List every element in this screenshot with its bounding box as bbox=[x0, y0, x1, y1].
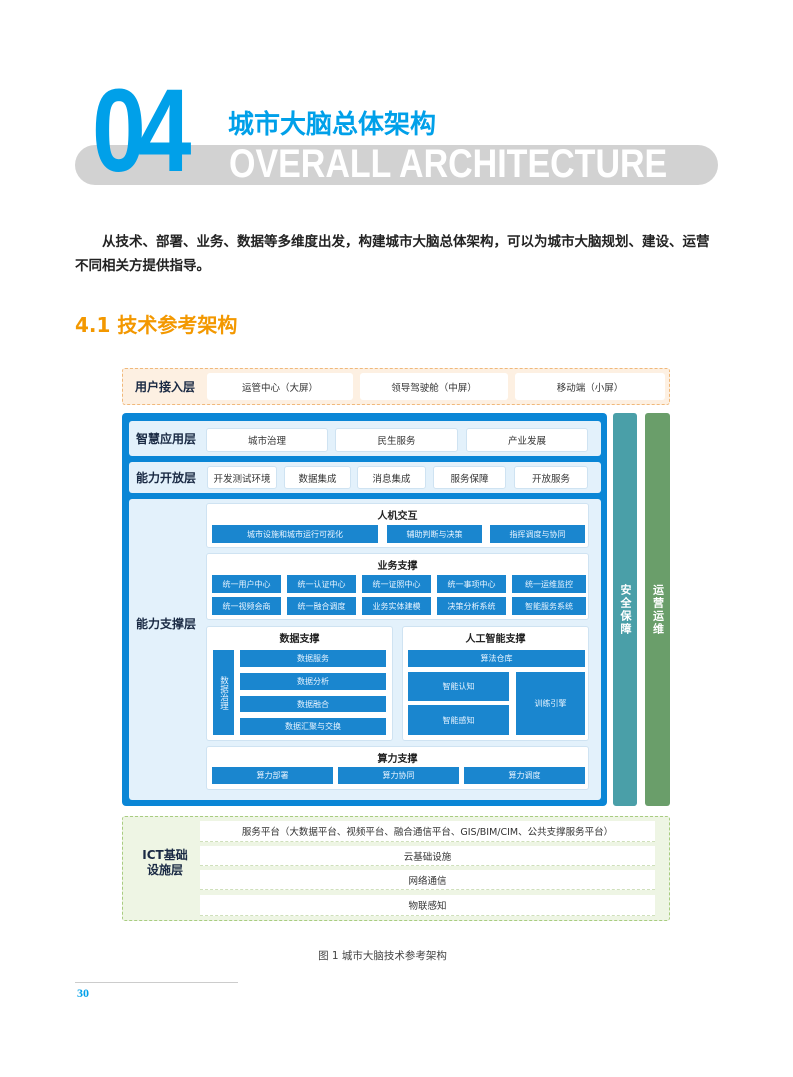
diagram-box: 数据集成 bbox=[284, 466, 351, 489]
diagram-box: 业务实体建模 bbox=[362, 597, 431, 615]
diagram-box: 统一证照中心 bbox=[362, 575, 431, 593]
block-title: 人机交互 bbox=[377, 510, 418, 522]
diagram-box: 统一视频会商 bbox=[212, 597, 281, 615]
footer-divider bbox=[75, 982, 238, 983]
diagram-box: 算力协同 bbox=[338, 767, 459, 784]
diagram-box: 统一认证中心 bbox=[287, 575, 356, 593]
block-title: 数据支撑 bbox=[279, 633, 320, 645]
diagram-box: 智能感知 bbox=[408, 705, 509, 735]
diagram-box: 统一事项中心 bbox=[437, 575, 506, 593]
diagram-box: 算法仓库 bbox=[408, 650, 585, 667]
diagram-box: 城市设施和城市运行可视化 bbox=[212, 525, 378, 543]
diagram-box: 服务平台（大数据平台、视频平台、融合通信平台、GIS/BIM/CIM、公共支撑服… bbox=[200, 821, 655, 842]
layer-label: ICT基础设施层 bbox=[142, 848, 188, 877]
diagram-box: 训练引擎 bbox=[516, 672, 585, 735]
diagram-box: 消息集成 bbox=[357, 466, 426, 489]
diagram-box: 算力调度 bbox=[464, 767, 585, 784]
diagram-box: 移动端（小屏） bbox=[515, 373, 665, 400]
chapter-banner bbox=[75, 145, 718, 185]
layer-label: 智慧应用层 bbox=[135, 431, 196, 446]
chapter-number: 04 bbox=[92, 65, 191, 197]
diagram-box: 指挥调度与协同 bbox=[490, 525, 585, 543]
layer-label: 能力开放层 bbox=[135, 470, 196, 485]
diagram-box: 服务保障 bbox=[433, 466, 506, 489]
diagram-box: 开发测试环境 bbox=[207, 466, 277, 489]
diagram-box: 数据融合 bbox=[240, 696, 386, 712]
chapter-title: 城市大脑总体架构 bbox=[228, 110, 437, 140]
diagram-box: 智能认知 bbox=[408, 672, 509, 701]
block-title: 人工智能支撑 bbox=[465, 633, 526, 645]
diagram-box: 物联感知 bbox=[200, 895, 655, 916]
figure-caption: 图 1 城市大脑技术参考架构 bbox=[318, 950, 447, 962]
diagram-box: 网络通信 bbox=[200, 870, 655, 890]
layer-label: 能力支撑层 bbox=[135, 616, 196, 631]
page-number: 30 bbox=[77, 986, 89, 1000]
block-title: 算力支撑 bbox=[377, 753, 418, 765]
diagram-box: 辅助判断与决策 bbox=[387, 525, 482, 543]
diagram-box: 统一运维监控 bbox=[512, 575, 586, 593]
diagram-box: 运管中心（大屏） bbox=[207, 373, 353, 400]
chapter-title-en: OVERALL ARCHITECTURE bbox=[229, 142, 668, 186]
diagram-box: 开放服务 bbox=[514, 466, 588, 489]
diagram-box: 决策分析系统 bbox=[437, 597, 506, 615]
security-column: 安全保障 bbox=[613, 413, 637, 806]
diagram-box: 产业发展 bbox=[466, 428, 588, 452]
diagram-box: 领导驾驶舱（中屏） bbox=[360, 373, 508, 400]
diagram-box: 智能服务系统 bbox=[512, 597, 586, 615]
diagram-box: 数据治理 bbox=[213, 650, 234, 735]
block-title: 业务支撑 bbox=[377, 560, 418, 572]
diagram-box: 数据汇聚与交换 bbox=[240, 718, 386, 735]
intro-paragraph: 从技术、部署、业务、数据等多维度出发，构建城市大脑总体架构，可以为城市大脑规划、… bbox=[75, 234, 710, 274]
ops-column: 运营运维 bbox=[645, 413, 670, 806]
diagram-box: 数据分析 bbox=[240, 673, 386, 690]
diagram-box: 统一融合调度 bbox=[287, 597, 356, 615]
diagram-box: 民生服务 bbox=[335, 428, 458, 452]
diagram-box: 云基础设施 bbox=[200, 846, 655, 866]
layer-label: 用户接入层 bbox=[134, 379, 195, 394]
diagram-box: 数据服务 bbox=[240, 650, 386, 667]
diagram-box: 统一用户中心 bbox=[212, 575, 281, 593]
section-heading: 4.1 技术参考架构 bbox=[75, 313, 238, 337]
diagram-box: 算力部署 bbox=[212, 767, 333, 784]
diagram-box: 城市治理 bbox=[206, 428, 328, 452]
